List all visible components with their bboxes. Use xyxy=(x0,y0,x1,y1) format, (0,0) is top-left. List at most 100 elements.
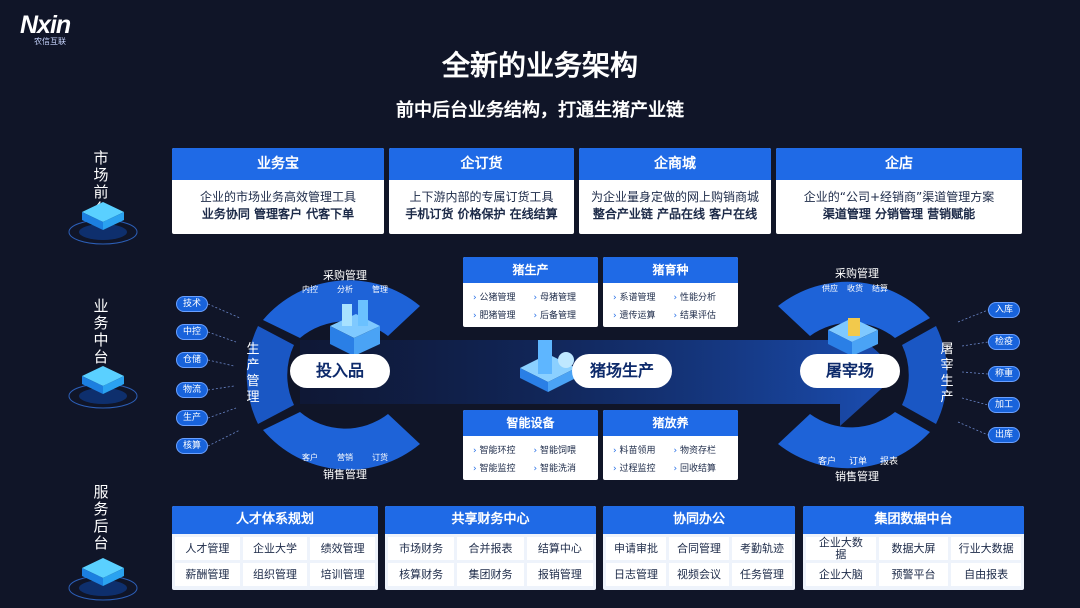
front-card-yewubao[interactable]: 业务宝 企业的市场业务高效管理工具 业务协同 管理客户 代客下单 xyxy=(172,148,384,234)
back-card-items: 人才管理 企业大学 绩效管理 薪酬管理 组织管理 培训管理 xyxy=(172,534,378,589)
section-label-back: 服务后台 xyxy=(92,484,112,552)
mid-card-smart-devices[interactable]: 智能设备 智能环控 智能饲喂 智能监控 智能洗消 xyxy=(463,410,598,480)
left-ring-top-item: 分析 xyxy=(337,285,353,294)
pig-farm-production-label[interactable]: 猪场生产 xyxy=(572,354,672,388)
left-ring-side-label: 生产管理 xyxy=(246,342,262,406)
back-card-items: 企业大数据 数据大屏 行业大数据 企业大脑 预警平台 自由报表 xyxy=(803,534,1024,589)
mid-card-items: 公猪管理 母猪管理 肥猪管理 后备管理 xyxy=(463,283,598,321)
right-ring-top-item: 结算 xyxy=(872,284,888,293)
slaughterhouse-label[interactable]: 屠宰场 xyxy=(800,354,900,388)
back-card-item[interactable]: 自由报表 xyxy=(951,563,1021,586)
back-card-item[interactable]: 绩效管理 xyxy=(310,537,375,560)
back-card-group-data-platform[interactable]: 集团数据中台 企业大数据 数据大屏 行业大数据 企业大脑 预警平台 自由报表 xyxy=(803,506,1024,590)
back-card-shared-finance[interactable]: 共享财务中心 市场财务 合并报表 结算中心 核算财务 集团财务 报销管理 xyxy=(385,506,596,590)
left-pill-control[interactable]: 中控 xyxy=(176,324,208,340)
mid-card-item: 智能饲喂 xyxy=(534,443,595,456)
mid-card-item: 遗传运算 xyxy=(613,308,674,321)
left-ring-bottom-title: 销售管理 xyxy=(323,468,367,481)
right-ring-bottom-items: 客户 订单 报表 xyxy=(818,454,898,467)
back-card-item[interactable]: 行业大数据 xyxy=(951,537,1021,560)
left-ring-bottom-items: 客户 营销 订货 xyxy=(302,452,388,463)
back-card-item[interactable]: 报销管理 xyxy=(526,563,593,586)
right-pill-weighing[interactable]: 称重 xyxy=(988,366,1020,382)
mid-card-pig-production[interactable]: 猪生产 公猪管理 母猪管理 肥猪管理 后备管理 xyxy=(463,257,598,327)
front-card-features: 渠道管理 分销管理 营销赋能 xyxy=(822,207,976,221)
back-card-item[interactable]: 企业大学 xyxy=(242,537,308,560)
mid-card-item: 料苗领用 xyxy=(613,443,674,456)
back-card-item[interactable]: 组织管理 xyxy=(242,563,308,586)
back-card-item[interactable]: 核算财务 xyxy=(388,563,455,586)
back-card-item[interactable]: 企业大脑 xyxy=(806,563,876,586)
mid-card-item: 过程监控 xyxy=(613,461,674,474)
right-ring-side-segment xyxy=(902,326,948,424)
front-card-qidian[interactable]: 企店 企业的“公司+经销商”渠道管理方案 渠道管理 分销管理 营销赋能 xyxy=(776,148,1022,234)
mid-card-item: 性能分析 xyxy=(674,290,735,303)
mid-card-item: 后备管理 xyxy=(534,308,595,321)
right-pill-outbound[interactable]: 出库 xyxy=(988,427,1020,443)
back-card-item[interactable]: 申请审批 xyxy=(606,537,666,560)
back-card-items: 申请审批 合同管理 考勤轨迹 日志管理 视频会议 任务管理 xyxy=(603,534,795,589)
pig-farm-illustration xyxy=(520,340,576,392)
front-card-qidinghuo[interactable]: 企订货 上下游内部的专属订货工具 手机订货 价格保护 在线结算 xyxy=(389,148,574,234)
back-card-item[interactable]: 集团财务 xyxy=(457,563,524,586)
back-card-item[interactable]: 视频会议 xyxy=(669,563,729,586)
back-card-collaborative-office[interactable]: 协同办公 申请审批 合同管理 考勤轨迹 日志管理 视频会议 任务管理 xyxy=(603,506,795,590)
left-pill-accounting[interactable]: 核算 xyxy=(176,438,208,454)
back-card-title: 人才体系规划 xyxy=(172,506,378,534)
left-ring-bottom-item: 客户 xyxy=(302,453,318,462)
left-pill-storage[interactable]: 仓储 xyxy=(176,352,208,368)
mid-card-item: 结果评估 xyxy=(674,308,735,321)
back-card-item[interactable]: 结算中心 xyxy=(526,537,593,560)
front-card-body: 为企业量身定做的网上购销商城 整合产业链 产品在线 客户在线 xyxy=(579,180,771,223)
right-ring-bottom-item: 报表 xyxy=(879,457,898,467)
front-card-desc: 企业的市场业务高效管理工具 xyxy=(199,190,356,204)
back-card-item[interactable]: 数据大屏 xyxy=(878,537,949,560)
right-ring-bottom-title: 销售管理 xyxy=(835,470,879,483)
back-card-item[interactable]: 合并报表 xyxy=(457,537,524,560)
back-card-item[interactable]: 预警平台 xyxy=(878,563,949,586)
front-card-qishangcheng[interactable]: 企商城 为企业量身定做的网上购销商城 整合产业链 产品在线 客户在线 xyxy=(579,148,771,234)
back-card-item[interactable]: 考勤轨迹 xyxy=(732,537,792,560)
left-ring-top-item: 内控 xyxy=(302,285,318,294)
back-card-item[interactable]: 培训管理 xyxy=(310,563,375,586)
left-pill-tech[interactable]: 技术 xyxy=(176,296,208,312)
right-pill-quarantine[interactable]: 检疫 xyxy=(988,334,1020,350)
mid-card-items: 系谱管理 性能分析 遗传运算 结果评估 xyxy=(603,283,738,321)
mid-card-item: 肥猪管理 xyxy=(473,308,534,321)
right-ring-bottom-item: 客户 xyxy=(818,457,837,467)
right-pill-inbound[interactable]: 入库 xyxy=(988,302,1020,318)
left-ring-bottom-item: 营销 xyxy=(337,453,353,462)
back-card-item[interactable]: 任务管理 xyxy=(732,563,792,586)
right-ring-bottom-segment xyxy=(778,412,930,469)
mid-card-title: 猪放养 xyxy=(603,410,738,436)
mid-card-pig-breeding[interactable]: 猪育种 系谱管理 性能分析 遗传运算 结果评估 xyxy=(603,257,738,327)
back-card-talent-planning[interactable]: 人才体系规划 人才管理 企业大学 绩效管理 薪酬管理 组织管理 培训管理 xyxy=(172,506,378,590)
back-card-item[interactable]: 人才管理 xyxy=(175,537,240,560)
input-goods-label[interactable]: 投入品 xyxy=(290,354,390,388)
right-ring-top-items: 供应 收货 结算 xyxy=(822,283,888,294)
mid-card-pig-free-range[interactable]: 猪放养 料苗领用 物资存栏 过程监控 回收结算 xyxy=(603,410,738,480)
back-card-item[interactable]: 市场财务 xyxy=(388,537,455,560)
right-ring-top-title: 采购管理 xyxy=(835,267,879,280)
platform-icon-front xyxy=(68,202,138,245)
left-ring-top-title: 采购管理 xyxy=(323,269,367,282)
right-ring-top-item: 收货 xyxy=(847,284,863,293)
right-pill-processing[interactable]: 加工 xyxy=(988,397,1020,413)
left-pill-production[interactable]: 生产 xyxy=(176,410,208,426)
back-card-item[interactable]: 企业大数据 xyxy=(806,536,876,560)
mid-card-item: 系谱管理 xyxy=(613,290,674,303)
back-card-item[interactable]: 薪酬管理 xyxy=(175,563,240,586)
front-card-body: 企业的“公司+经销商”渠道管理方案 渠道管理 分销管理 营销赋能 xyxy=(776,180,1022,223)
back-card-item[interactable]: 日志管理 xyxy=(606,563,666,586)
front-card-title: 企商城 xyxy=(579,148,771,180)
left-ring-top-items: 内控 分析 管理 xyxy=(302,284,388,295)
back-card-item[interactable]: 合同管理 xyxy=(669,537,729,560)
left-ring-top-segment xyxy=(263,280,420,338)
section-back-text: 服务后台 xyxy=(93,483,109,552)
slaughterhouse-illustration xyxy=(828,318,878,356)
back-card-title: 共享财务中心 xyxy=(385,506,596,534)
nxin-logo: Nxin 农信互联 xyxy=(20,12,84,48)
back-card-title: 集团数据中台 xyxy=(803,506,1024,534)
logo-mark: Nxin xyxy=(20,11,71,39)
left-pill-logistics[interactable]: 物流 xyxy=(176,382,208,398)
